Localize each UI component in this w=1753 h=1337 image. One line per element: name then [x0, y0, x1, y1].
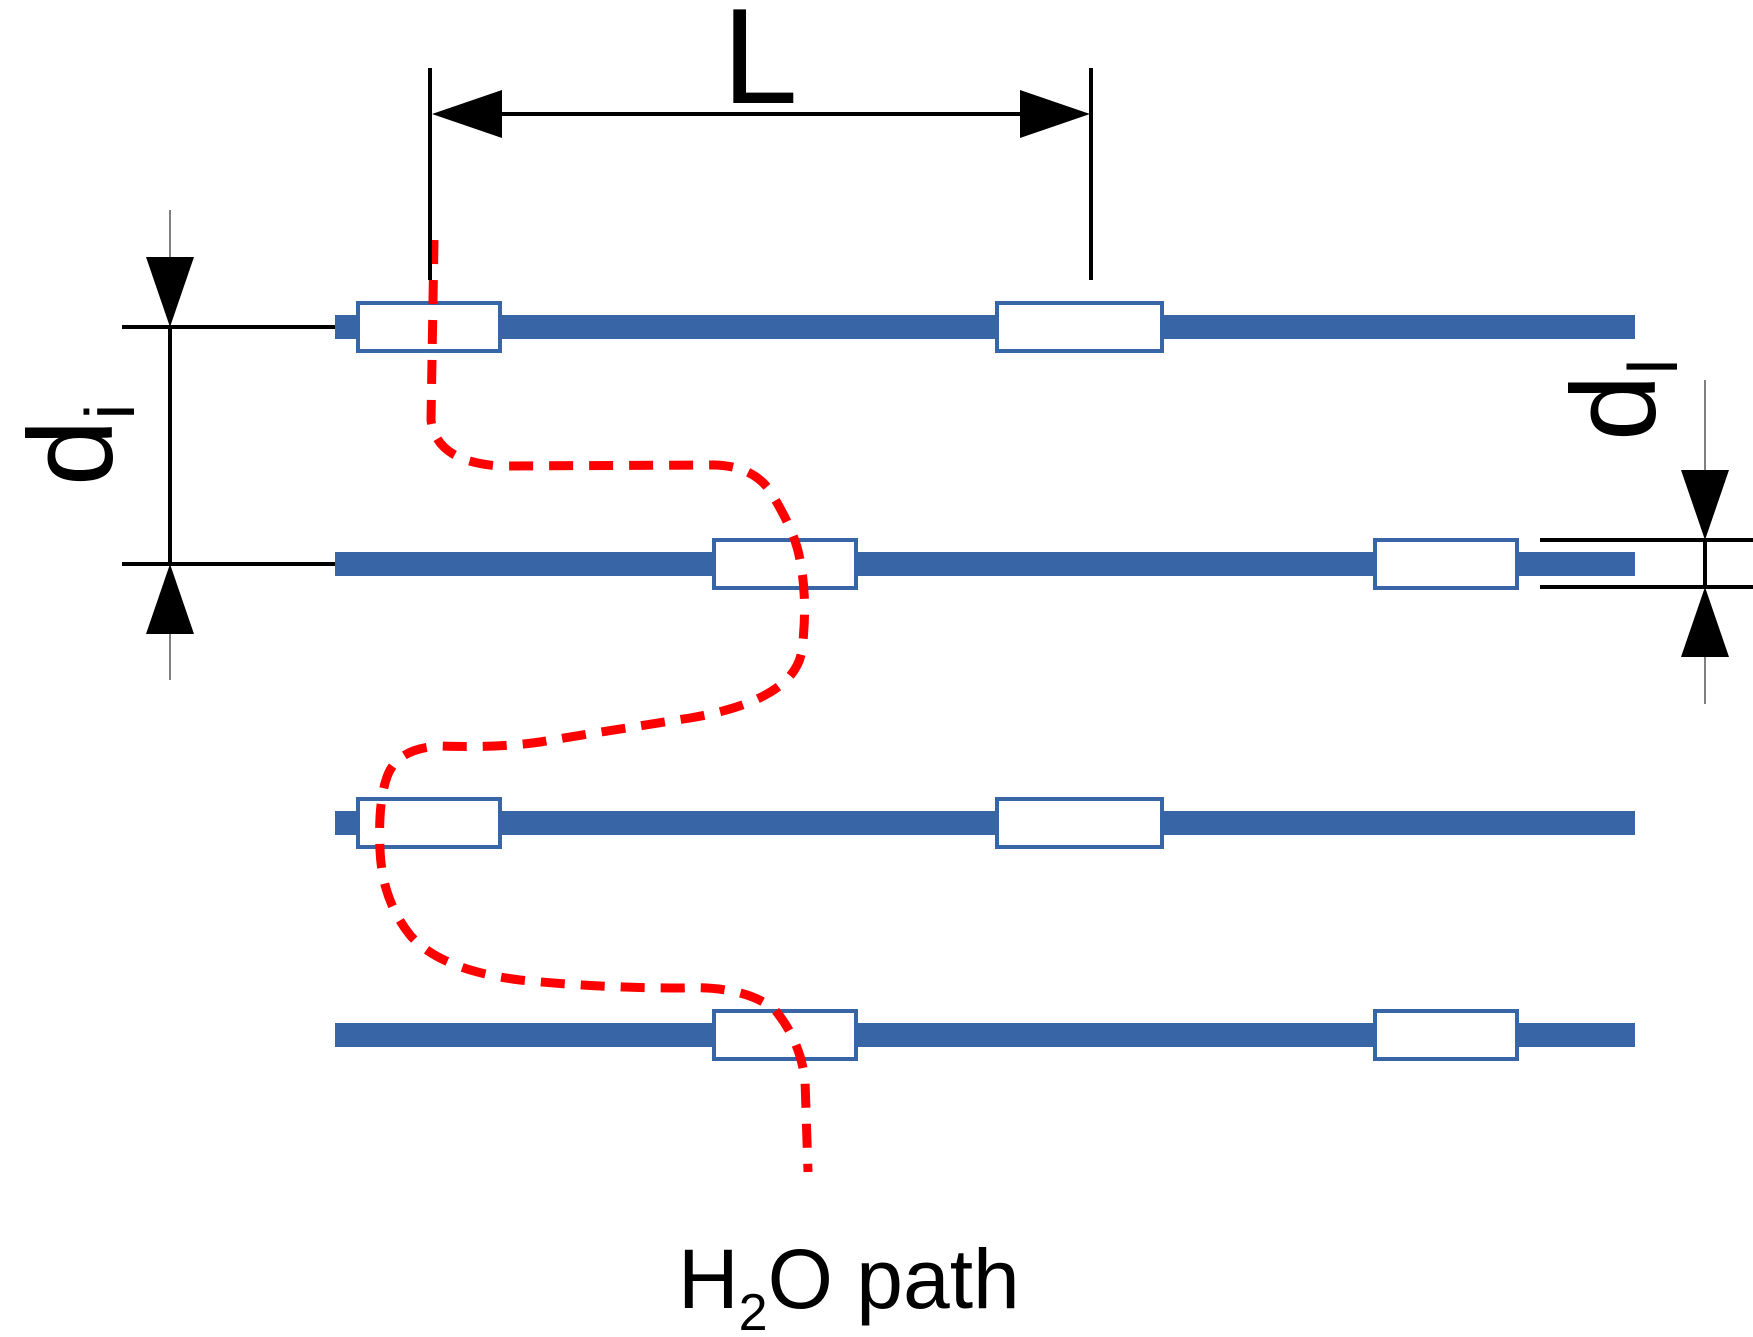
sheet-layer-2 — [335, 538, 1635, 590]
layer-thickness-label: dl — [1547, 359, 1692, 441]
length-label: L — [722, 0, 798, 132]
arrow-down-icon — [146, 257, 194, 327]
sheet-layer-1 — [335, 301, 1635, 353]
sheet-gap — [712, 538, 858, 590]
layer-thickness-dimension: dl — [1540, 359, 1753, 704]
caption-subscript: 2 — [739, 1284, 768, 1337]
sheet-bar — [335, 315, 1635, 339]
layer-symbol: d — [1547, 374, 1681, 441]
h2o-path-curve — [375, 239, 813, 1173]
sheet-layer-4 — [335, 1009, 1635, 1061]
caption-rest: O path — [768, 1232, 1020, 1326]
interlayer-subscript: i — [71, 404, 149, 420]
interlayer-label: di — [4, 404, 149, 486]
layer-subscript: l — [1614, 359, 1692, 375]
sheet-layer-3 — [335, 797, 1635, 849]
arrow-up-icon — [1681, 587, 1729, 657]
arrow-left-icon — [432, 90, 502, 138]
interlayer-symbol: d — [4, 419, 138, 486]
sheet-bar — [335, 811, 1635, 835]
sheet-gap — [995, 797, 1164, 849]
interlayer-dimension: di — [4, 210, 335, 680]
h2o-path-caption: H2O path — [678, 1232, 1020, 1337]
length-dimension: L — [428, 0, 1093, 280]
arrow-up-icon — [146, 564, 194, 634]
sheet-gap — [1373, 538, 1519, 590]
arrow-down-icon — [1681, 470, 1729, 540]
arrow-right-icon — [1020, 90, 1090, 138]
sheet-gap — [1373, 1009, 1519, 1061]
sheet-gap — [995, 301, 1164, 353]
caption-h: H — [678, 1232, 739, 1326]
